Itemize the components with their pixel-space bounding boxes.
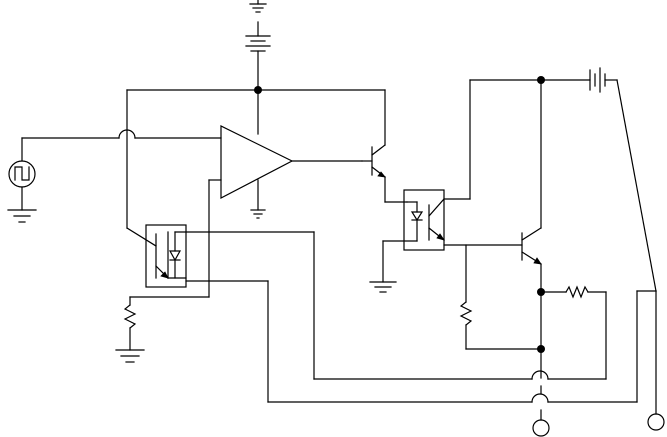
op-amp <box>208 125 363 298</box>
top-rail-wires <box>126 86 386 229</box>
left-opto-wires <box>129 231 638 403</box>
right-terminal-wires <box>540 290 657 421</box>
optocoupler-right <box>382 189 445 283</box>
npn-transistor-driver <box>361 144 408 203</box>
terminal-circle-icon <box>532 419 550 437</box>
optocoupler-left <box>126 224 187 288</box>
npn-transistor-output <box>521 227 545 379</box>
pulse-source <box>8 129 222 211</box>
ground-icon <box>7 209 37 223</box>
resistor-middle <box>459 301 542 350</box>
supply-battery-top <box>245 0 271 91</box>
ground-icon <box>115 349 145 363</box>
resistor-left <box>123 304 137 351</box>
resistor-right <box>540 285 607 380</box>
battery-right <box>589 67 657 292</box>
ground-icon <box>369 281 397 293</box>
right-wires <box>443 76 591 303</box>
terminal-circle-icon <box>647 413 665 431</box>
